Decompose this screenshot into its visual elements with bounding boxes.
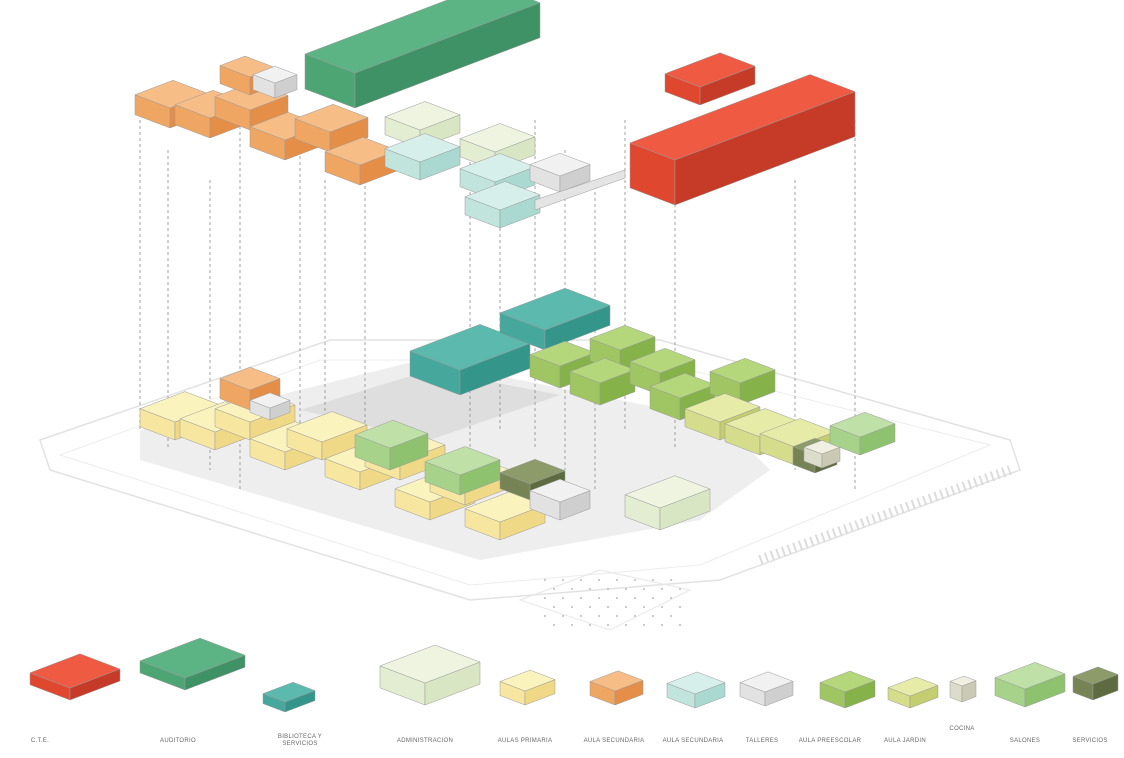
bridge [534, 169, 626, 211]
legend-label-aulas-primaria: AULAS PRIMARIA [497, 738, 553, 744]
legend-label-aula-preescolar: AULA PREESCOLAR [798, 738, 862, 744]
legend-label-administracion: ADMINISTRACION [396, 738, 454, 744]
legend-label-aula-secundaria-2: AULA SECUNDARIA [662, 738, 724, 744]
legend-label-cocina: COCINA [949, 726, 975, 732]
aula-secundaria-block [294, 103, 369, 153]
biblioteca-block-2 [499, 287, 611, 351]
taller-block [529, 478, 591, 521]
legend-label-biblioteca: BIBLIOTECA Y SERVICIOS [277, 734, 323, 747]
legend-icon-beige [949, 675, 977, 703]
legend-label-salones: SALONES [1009, 738, 1041, 744]
cte-block-top [664, 52, 756, 106]
legend-icon-red [29, 653, 121, 701]
ground-floor-blocks [139, 287, 896, 541]
legend-icon-green_dark [139, 637, 246, 691]
legend-icon-cyan_light [666, 671, 726, 709]
auditorio-block [304, 0, 541, 109]
legend-icon-olive [1072, 666, 1119, 701]
administracion-block [624, 475, 711, 531]
aula-primaria-block [286, 411, 368, 461]
aula-secundaria-block-2 [464, 181, 541, 229]
plaza-dots [544, 579, 681, 626]
legend-icons [29, 637, 1119, 713]
legend-icon-orange [589, 670, 644, 706]
legend-label-aula-secundaria-1: AULA SECUNDARIA [583, 738, 645, 744]
legend-label-servicios: SERVICIOS [1072, 738, 1108, 744]
parking-strip [758, 465, 1012, 565]
taller-upper-block [529, 152, 591, 193]
legend-icon-soft_green [994, 662, 1066, 708]
legend-icon-yellow [499, 669, 556, 706]
legend-icon-teal [262, 681, 316, 713]
aula-secundaria-block-ground [219, 366, 281, 411]
legend-label-aula-jardin: AULA JARDIN [884, 738, 926, 744]
cte-block [629, 74, 856, 206]
legend-icon-lime [819, 670, 876, 709]
plaza-outline [518, 569, 692, 631]
upper-floor-blocks [134, 0, 856, 229]
salon-block [354, 419, 429, 471]
legend-icon-pale_green [379, 644, 481, 706]
aula-secundaria-block-2 [384, 133, 461, 181]
biblioteca-block [409, 324, 531, 396]
legend-label-talleres: TALLERES [745, 738, 779, 744]
taller-block-ground [249, 392, 291, 421]
salon-block-2 [829, 412, 896, 456]
salon-block [424, 446, 501, 496]
legend-icon-yellowgreen [887, 676, 939, 709]
cocina-block [803, 440, 841, 469]
aula-preescolar-block [569, 358, 636, 406]
taller-block-top [252, 66, 298, 99]
legend-label-auditorio: AUDITORIO [160, 738, 196, 744]
legend-label-cte: C.T.E. [30, 738, 50, 744]
aula-primaria-block [464, 491, 546, 541]
site-inner [58, 359, 992, 586]
legend-icon-grey [739, 671, 794, 707]
